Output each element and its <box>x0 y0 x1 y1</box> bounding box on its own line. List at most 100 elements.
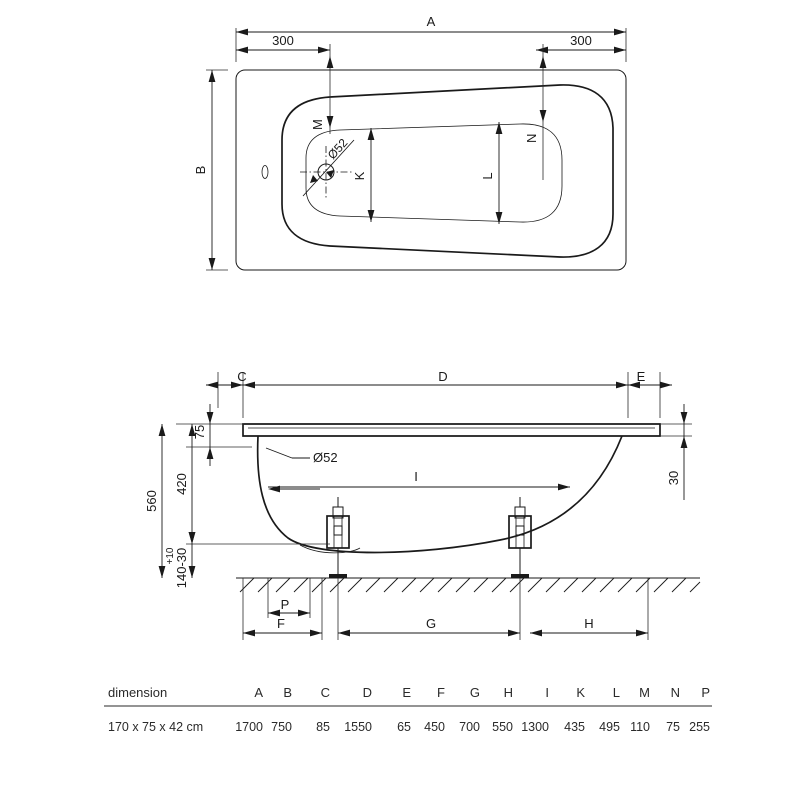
arrow-A-left <box>236 28 248 36</box>
floor-hatching <box>239 577 701 593</box>
table-column-header: A <box>254 685 263 700</box>
plan-outer-rim <box>235 69 627 271</box>
arrow-M-down <box>326 116 334 128</box>
table-cell-value: 1300 <box>521 720 549 734</box>
arrow-G-left <box>338 629 350 637</box>
elevation-C-label: C <box>237 369 246 384</box>
elevation-interior-length-label: I <box>414 469 418 484</box>
plan-overall-label: A <box>427 14 436 29</box>
elevation-height-total-label: 560 <box>144 490 159 512</box>
arrow-leg-top <box>188 532 196 544</box>
table-column-header: L <box>613 685 620 700</box>
table-column-header: G <box>470 685 480 700</box>
elevation-H-label: H <box>584 616 593 631</box>
arrow-75-top <box>206 412 214 424</box>
table-cell-value: 450 <box>424 720 445 734</box>
arrow-L-bottom <box>495 212 503 224</box>
arrow-30-bottom <box>680 436 688 448</box>
table-column-header: P <box>701 685 710 700</box>
arrow-P-right <box>298 609 310 617</box>
arrow-C-left <box>206 381 218 389</box>
table-cell-value: 435 <box>564 720 585 734</box>
arrow-H-left <box>530 629 542 637</box>
arrow-N-up <box>539 56 547 68</box>
table-cell-value: 255 <box>689 720 710 734</box>
table-cell-value: 85 <box>316 720 330 734</box>
table-cell-value: 750 <box>271 720 292 734</box>
drain-leader-arrow-upper <box>326 170 334 178</box>
plan-inner-near-label: K <box>352 171 367 180</box>
plan-drain-diameter-label: Ø52 <box>325 136 351 162</box>
table-cell-value: 495 <box>599 720 620 734</box>
arrow-E-right <box>660 381 672 389</box>
drain-leader-arrow-lower <box>310 175 318 183</box>
table-row-header-label: dimension <box>108 685 167 700</box>
elevation-view-group: Ø52 C D E I 560 420 <box>144 369 701 640</box>
elevation-right-rim-drop-label: 30 <box>666 471 681 485</box>
table-row-label: 170 x 75 x 42 cm <box>108 720 203 734</box>
elevation-F-label: F <box>277 616 285 631</box>
arrow-560-top <box>158 424 166 436</box>
elevation-bath-profile <box>256 435 623 554</box>
overflow-leader-line <box>265 447 293 459</box>
arrow-B-bottom <box>208 258 216 270</box>
support-leg-left <box>326 497 350 578</box>
plan-inner-far-label: L <box>480 172 495 179</box>
arrow-300L-a <box>236 46 248 54</box>
plan-offset-left-label: 300 <box>272 33 294 48</box>
table-cell-value: 700 <box>459 720 480 734</box>
arrow-F-right <box>310 629 322 637</box>
elevation-rim-thickness-label: 75 <box>192 425 207 439</box>
arrow-C-right <box>231 381 243 389</box>
arrow-P-left <box>268 609 280 617</box>
arrow-420-top <box>188 424 196 436</box>
table-column-header: D <box>363 685 372 700</box>
arrow-560-bottom <box>158 566 166 578</box>
table-column-header: C <box>321 685 330 700</box>
plan-offset-right-label: 300 <box>570 33 592 48</box>
arrow-L-top <box>495 122 503 134</box>
table-column-header: B <box>283 685 292 700</box>
plan-width-label: B <box>193 166 208 175</box>
drain-leader-line <box>302 139 355 197</box>
plan-view-group: Ø52 A 300 300 M N B <box>193 14 627 271</box>
arrow-30-top <box>680 412 688 424</box>
table-column-header: I <box>545 685 549 700</box>
support-leg-right <box>508 497 532 578</box>
arrow-300L-b <box>318 46 330 54</box>
plan-marker-right-label: N <box>524 134 539 143</box>
plan-drain-circle <box>317 163 335 181</box>
elevation-leg-tolerance-label: +10 <box>165 547 176 564</box>
table-column-header: M <box>639 685 650 700</box>
arrow-F-left <box>243 629 255 637</box>
table-cell-value: 75 <box>666 720 680 734</box>
arrow-D-right <box>616 381 628 389</box>
arrow-M-up <box>326 56 334 68</box>
plan-marker-left-label: M <box>310 119 325 130</box>
table-column-header: N <box>671 685 680 700</box>
table-cell-value: 65 <box>397 720 411 734</box>
arrow-A-right <box>614 28 626 36</box>
arrow-K-bottom <box>367 210 375 222</box>
arrow-D-left <box>243 381 255 389</box>
arrow-H-right <box>636 629 648 637</box>
arrow-K-top <box>367 128 375 140</box>
arrow-I-right <box>558 483 570 491</box>
arrow-300R-a <box>536 46 548 54</box>
arrow-E-left <box>628 381 640 389</box>
arrow-B-top <box>208 70 216 82</box>
table-cell-value: 110 <box>630 720 650 734</box>
elevation-E-label: E <box>637 369 646 384</box>
elevation-bath-underside <box>299 544 361 554</box>
table-column-header: K <box>576 685 585 700</box>
plan-bath-bowl <box>281 84 614 258</box>
table-column-header: E <box>402 685 411 700</box>
elevation-overflow-diameter-label: Ø52 <box>313 450 338 465</box>
elevation-rim-slab <box>242 423 661 437</box>
elevation-height-inner-label: 420 <box>174 473 189 495</box>
arrow-75-bottom <box>206 447 214 459</box>
